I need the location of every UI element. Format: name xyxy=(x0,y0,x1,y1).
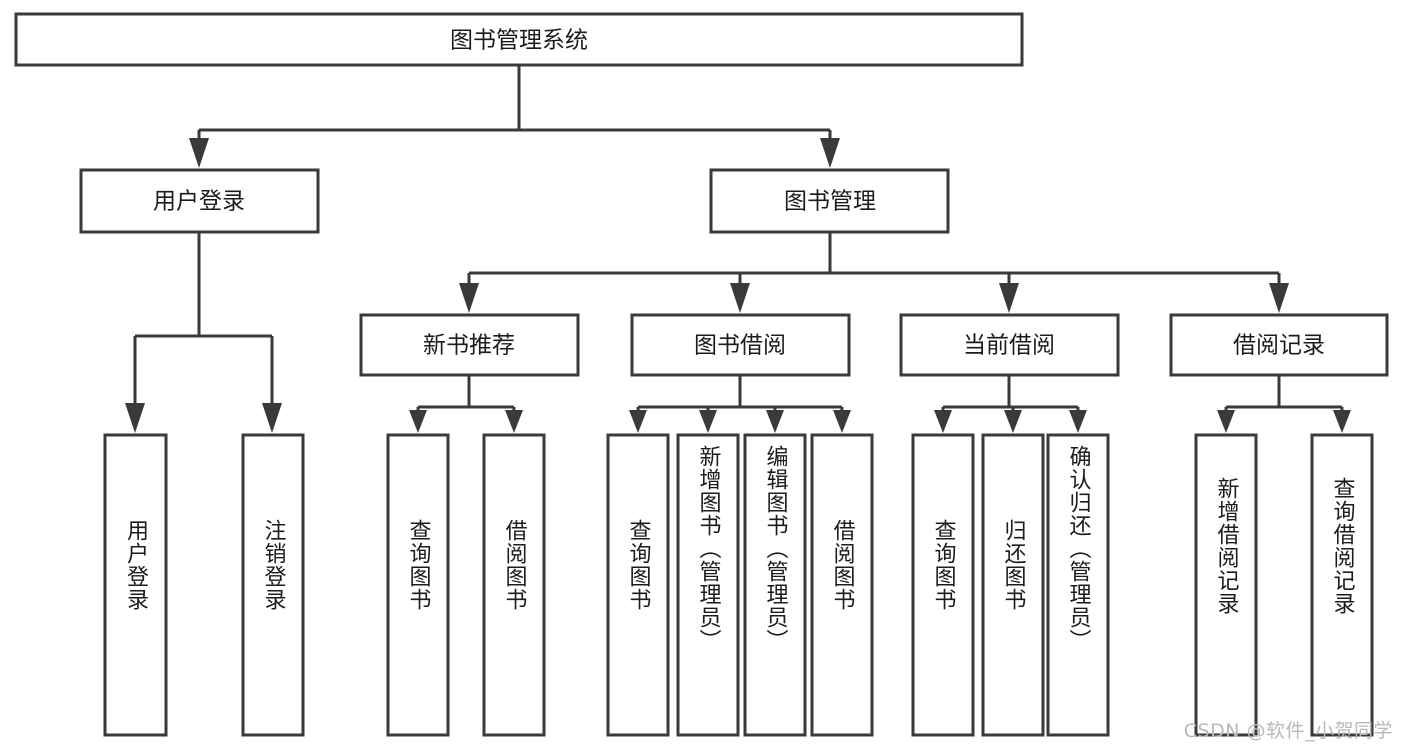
leaf-box-query-book-3[interactable] xyxy=(911,433,975,737)
node-root-system[interactable]: 图书管理系统 xyxy=(14,12,1024,67)
node-new-book-recommend[interactable]: 新书推荐 xyxy=(359,313,580,377)
connector-group-new-book-recommend xyxy=(409,375,523,433)
arrow-head-leaf-user-login xyxy=(125,403,145,433)
node-current-borrow-label: 当前借阅 xyxy=(963,333,1055,359)
node-new-book-recommend-box[interactable] xyxy=(359,313,580,377)
arrow-head-to-borrow-record xyxy=(1269,283,1289,313)
node-book-manage-label: 图书管理 xyxy=(784,189,876,215)
node-root-label: 图书管理系统 xyxy=(450,28,588,54)
node-root-box[interactable] xyxy=(14,12,1024,67)
connector-group-root xyxy=(189,65,840,168)
arrow-head-to-book-manage xyxy=(820,138,840,168)
arrow-head-to-user-login xyxy=(189,138,209,168)
node-current-borrow[interactable]: 当前借阅 xyxy=(899,313,1120,377)
node-borrow-record[interactable]: 借阅记录 xyxy=(1169,313,1389,377)
leaf-boxes-group xyxy=(103,433,1374,737)
arrow-head-leaf-add-borrow-record xyxy=(1217,410,1235,433)
leaf-box-user-login[interactable] xyxy=(103,433,168,737)
arrow-head-leaf-query-book-3 xyxy=(934,410,952,433)
node-book-borrow[interactable]: 图书借阅 xyxy=(630,313,851,377)
leaf-box-confirm-return-admin[interactable] xyxy=(1046,433,1110,737)
node-book-manage[interactable]: 图书管理 xyxy=(709,168,950,234)
arrow-head-leaf-borrow-book-2 xyxy=(833,410,851,433)
node-book-borrow-label: 图书借阅 xyxy=(694,333,786,359)
node-book-manage-box[interactable] xyxy=(709,168,950,234)
arrow-head-leaf-borrow-book-1 xyxy=(505,410,523,433)
connector-group-book-manage xyxy=(459,232,1289,313)
csdn-watermark: CSDN @软件_小贺同学 xyxy=(1183,720,1393,742)
leaf-box-add-borrow-record[interactable] xyxy=(1194,433,1258,737)
node-user-login[interactable]: 用户登录 xyxy=(79,168,320,234)
arrow-head-to-book-borrow xyxy=(730,283,750,313)
connector-group-book-borrow xyxy=(629,375,851,433)
leaf-box-query-borrow-record[interactable] xyxy=(1310,433,1374,737)
connector-group-user-login xyxy=(125,232,282,433)
arrow-head-leaf-query-book-1 xyxy=(409,410,427,433)
arrow-head-leaf-add-book-admin xyxy=(699,410,717,433)
connector-group-current-borrow xyxy=(934,375,1087,433)
connector-group-borrow-record xyxy=(1217,375,1351,433)
node-user-login-box[interactable] xyxy=(79,168,320,234)
node-new-book-recommend-label: 新书推荐 xyxy=(423,333,515,359)
arrow-head-leaf-query-book-2 xyxy=(629,410,647,433)
arrow-head-to-new-book-recommend xyxy=(459,283,479,313)
arrow-head-leaf-return-book xyxy=(1004,410,1022,433)
leaf-box-edit-book-admin[interactable] xyxy=(743,433,807,737)
leaf-box-query-book-1[interactable] xyxy=(386,433,450,737)
arrow-head-leaf-edit-book-admin xyxy=(766,410,784,433)
arrow-head-to-current-borrow xyxy=(999,283,1019,313)
node-borrow-record-label: 借阅记录 xyxy=(1233,333,1325,359)
leaf-box-logout-login[interactable] xyxy=(241,433,305,737)
node-borrow-record-box[interactable] xyxy=(1169,313,1389,377)
node-book-borrow-box[interactable] xyxy=(630,313,851,377)
node-current-borrow-box[interactable] xyxy=(899,313,1120,377)
arrow-head-leaf-confirm-return-admin xyxy=(1069,410,1087,433)
node-user-login-label: 用户登录 xyxy=(153,189,245,215)
leaf-box-add-book-admin[interactable] xyxy=(676,433,740,737)
leaf-box-borrow-book-2[interactable] xyxy=(810,433,874,737)
leaf-box-borrow-book-1[interactable] xyxy=(482,433,546,737)
arrow-head-leaf-logout-login xyxy=(262,403,282,433)
leaf-box-return-book[interactable] xyxy=(981,433,1045,737)
arrow-head-leaf-query-borrow-record xyxy=(1333,410,1351,433)
leaf-box-query-book-2[interactable] xyxy=(606,433,670,737)
